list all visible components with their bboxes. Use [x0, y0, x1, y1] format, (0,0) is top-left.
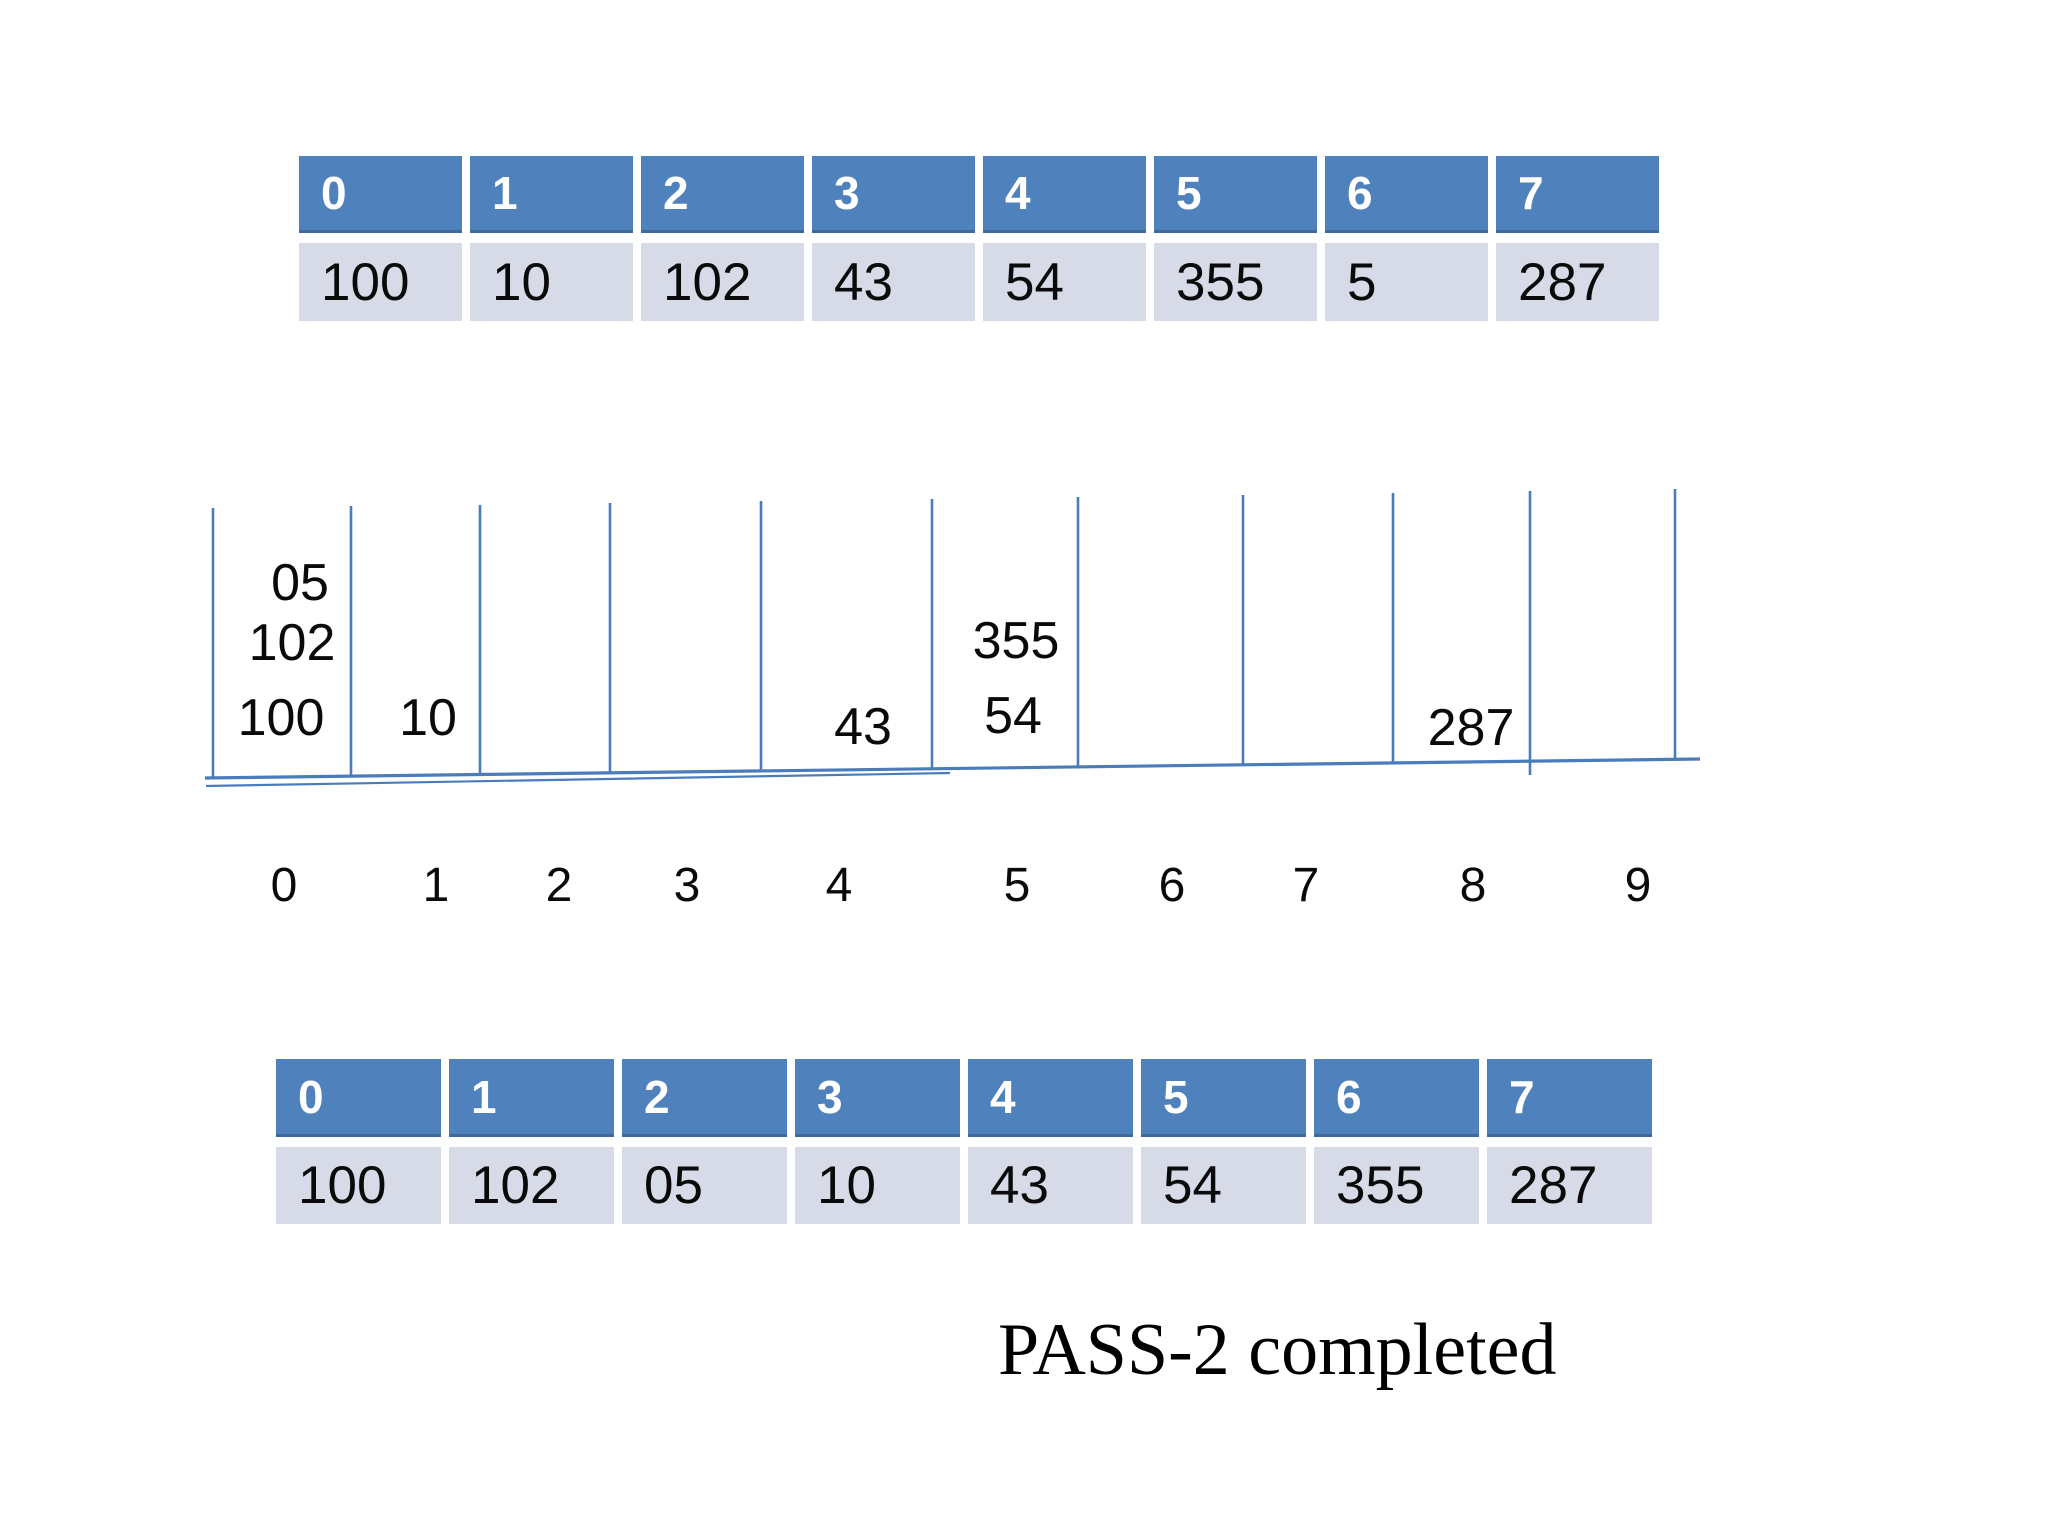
- source-header-cell-2: 2: [641, 156, 804, 233]
- result-value-cell-2: 05: [622, 1147, 787, 1224]
- source-value-cell-6: 5: [1325, 243, 1488, 321]
- source-header-cell-5: 5: [1154, 156, 1317, 233]
- bucket-index-8: 8: [1459, 859, 1487, 912]
- source-value-cell-1: 10: [470, 243, 633, 321]
- result-value-cell-6: 355: [1314, 1147, 1479, 1224]
- bucket-index-6: 6: [1158, 859, 1186, 912]
- bucket-index-5: 5: [1003, 859, 1031, 912]
- result-array-table: 0 1 2 3 4 5 6 7 100 102 05 10 43 54 355 …: [276, 1059, 1652, 1224]
- bucket-5-value-top: 355: [972, 612, 1060, 670]
- bucket-index-3: 3: [673, 859, 701, 912]
- source-header-cell-1: 1: [470, 156, 633, 233]
- bucket-8-value: 287: [1427, 699, 1515, 757]
- result-header-cell-0: 0: [276, 1059, 441, 1137]
- source-value-cell-0: 100: [299, 243, 462, 321]
- result-header-cell-5: 5: [1141, 1059, 1306, 1137]
- bucket-index-4: 4: [825, 859, 853, 912]
- bucket-index-0: 0: [270, 859, 298, 912]
- result-header-cell-6: 6: [1314, 1059, 1479, 1137]
- pass-completed-caption: PASS-2 completed: [998, 1309, 1557, 1391]
- result-header-cell-3: 3: [795, 1059, 960, 1137]
- result-value-cell-7: 287: [1487, 1147, 1652, 1224]
- bucket-5-value-bottom: 54: [984, 687, 1042, 745]
- result-value-cell-0: 100: [276, 1147, 441, 1224]
- bucket-index-7: 7: [1292, 859, 1320, 912]
- source-header-cell-0: 0: [299, 156, 462, 233]
- source-array-table: 0 1 2 3 4 5 6 7 100 10 102 43 54 355 5 2…: [299, 156, 1659, 321]
- source-value-cell-4: 54: [983, 243, 1146, 321]
- source-value-cell-5: 355: [1154, 243, 1317, 321]
- result-header-cell-4: 4: [968, 1059, 1133, 1137]
- source-value-cell-2: 102: [641, 243, 804, 321]
- result-value-cell-3: 10: [795, 1147, 960, 1224]
- bucket-0-value-middle: 102: [248, 614, 336, 672]
- result-header-cell-7: 7: [1487, 1059, 1652, 1137]
- result-header-cell-1: 1: [449, 1059, 614, 1137]
- result-value-cell-5: 54: [1141, 1147, 1306, 1224]
- source-header-cell-4: 4: [983, 156, 1146, 233]
- bucket-baseline: [204, 757, 1701, 788]
- result-value-cell-4: 43: [968, 1147, 1133, 1224]
- source-header-cell-7: 7: [1496, 156, 1659, 233]
- source-value-cell-7: 287: [1496, 243, 1659, 321]
- source-header-cell-6: 6: [1325, 156, 1488, 233]
- bucket-index-1: 1: [422, 859, 450, 912]
- bucket-index-9: 9: [1624, 859, 1652, 912]
- bucket-0-value-bottom: 100: [237, 689, 325, 747]
- source-value-cell-3: 43: [812, 243, 975, 321]
- bucket-1-value: 10: [399, 689, 457, 747]
- bucket-0-value-top: 05: [271, 554, 329, 612]
- result-header-cell-2: 2: [622, 1059, 787, 1137]
- source-header-cell-3: 3: [812, 156, 975, 233]
- result-value-cell-1: 102: [449, 1147, 614, 1224]
- bucket-4-value: 43: [834, 698, 892, 756]
- bucket-index-2: 2: [545, 859, 573, 912]
